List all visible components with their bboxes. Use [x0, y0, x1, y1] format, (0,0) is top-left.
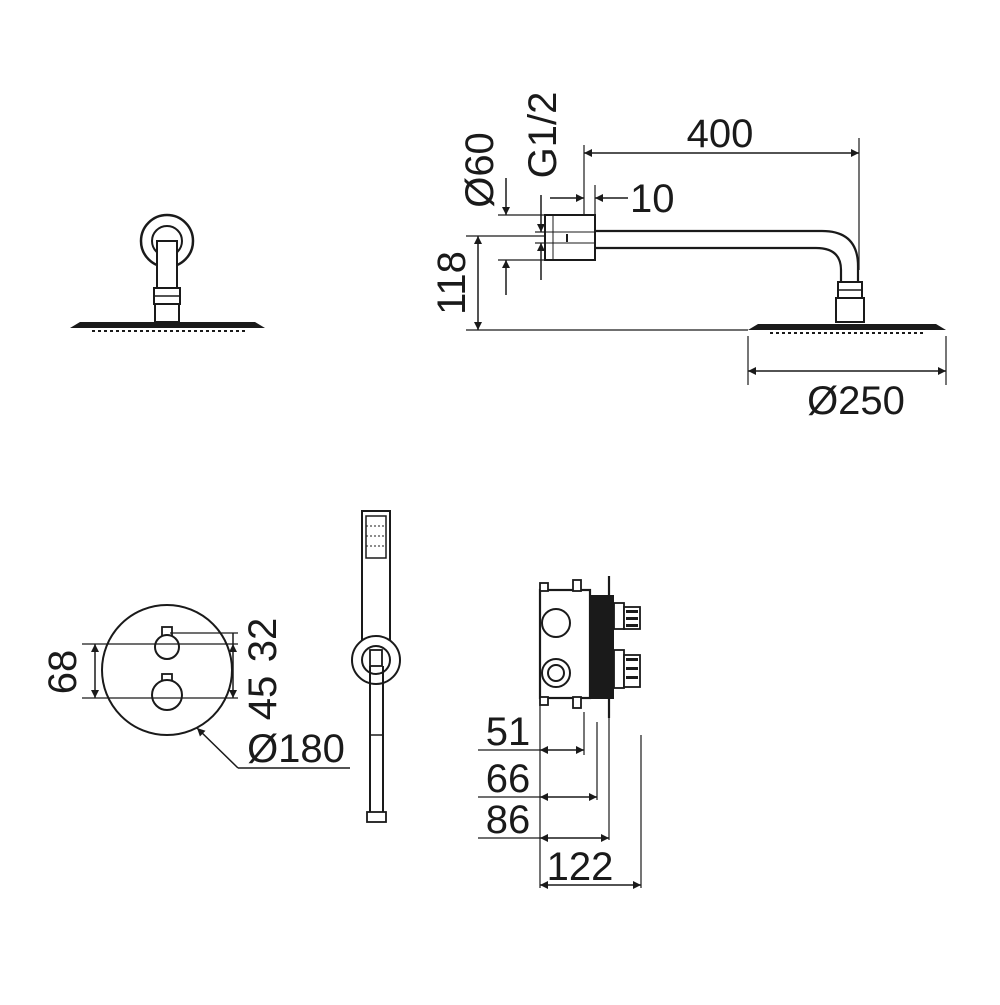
dim-thread: G1/2 — [521, 92, 565, 179]
dim-plate-diameter: Ø180 — [247, 727, 345, 771]
dim-66: 66 — [486, 757, 531, 801]
mixer-body-side-view — [538, 576, 641, 718]
hand-shower — [351, 510, 401, 823]
dim-68: 68 — [41, 650, 85, 695]
dim-offset: 10 — [630, 177, 675, 221]
dim-400: 400 — [687, 112, 754, 156]
dim-45: 45 — [241, 676, 285, 721]
dim-122: 122 — [547, 845, 614, 889]
shower-arm-side-view — [544, 214, 946, 334]
dim-flange-diameter: Ø60 — [458, 132, 502, 208]
dim-32: 32 — [241, 618, 285, 663]
dimension-lines-plate — [82, 632, 350, 769]
dim-height: 118 — [430, 251, 474, 315]
control-plate-front-view — [101, 604, 233, 736]
dimension-lines-arm — [466, 138, 947, 385]
dimension-lines-mixer — [478, 705, 642, 889]
dim-86: 86 — [486, 798, 531, 842]
dim-head-diameter: Ø250 — [807, 379, 905, 423]
dim-51: 51 — [486, 710, 531, 754]
shower-head-front-view — [70, 213, 265, 332]
